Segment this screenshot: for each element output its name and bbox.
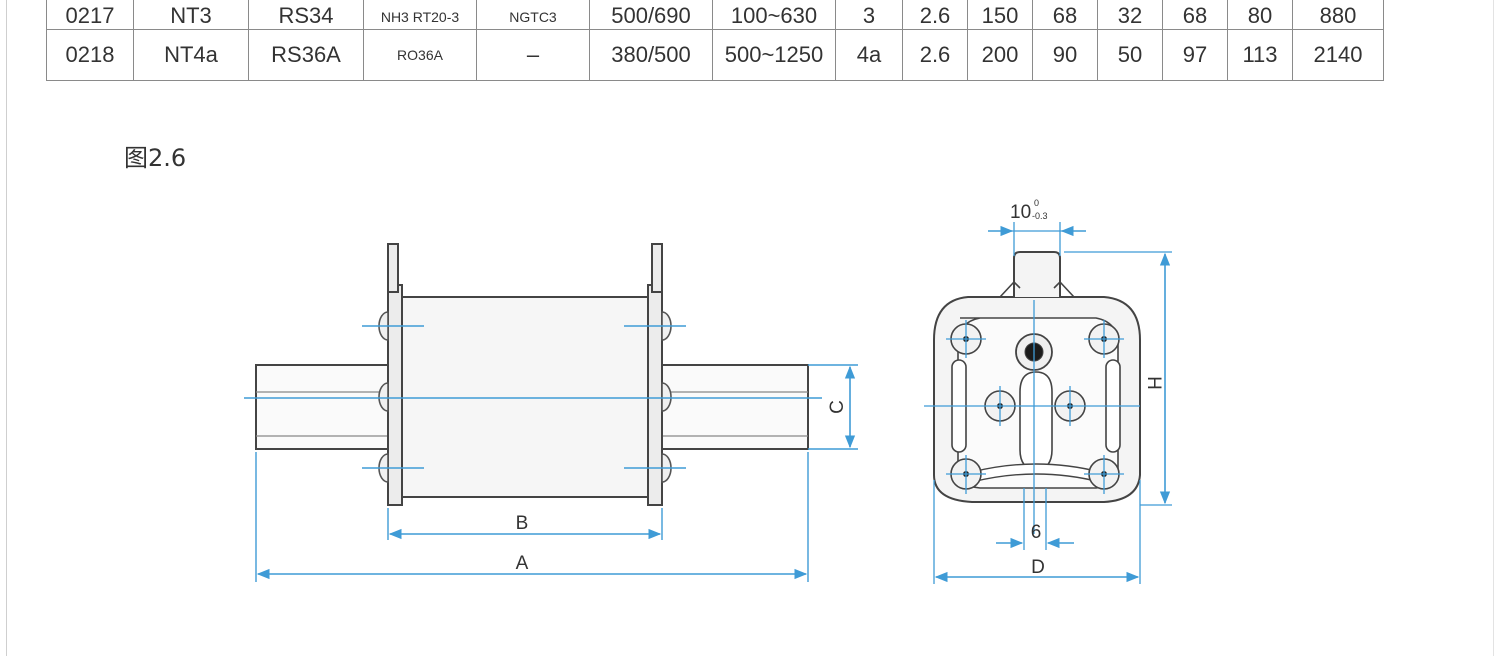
table-cell: 0217 — [46, 0, 134, 30]
central-keyhole — [1019, 371, 1053, 473]
front-view-construction-lines — [924, 222, 1172, 584]
table-cell: 0218 — [46, 29, 134, 81]
fuse-body — [401, 296, 649, 498]
dimension-10-upper-tolerance: 0 — [1034, 198, 1039, 208]
page-right-edge — [1493, 0, 1494, 656]
dimension-6-label: 6 — [1031, 522, 1042, 543]
left-end-plate — [387, 284, 403, 506]
dimension-h-label: H — [1143, 376, 1164, 390]
right-end-plate — [647, 284, 663, 506]
dimension-10-label: 10 — [1010, 202, 1031, 223]
right-tab — [651, 243, 663, 293]
table-cell: 68 — [1032, 0, 1098, 30]
dimension-d-label: D — [1031, 557, 1045, 578]
spec-table: 0217 NT3 RS34 NH3 RT20-3 NGTC3 500/690 1… — [46, 0, 1384, 81]
table-cell: RO36A — [363, 29, 477, 81]
dimension-a-label: A — [516, 553, 529, 574]
table-row: 0218 NT4a RS36A RO36A – 380/500 500~1250… — [46, 29, 1384, 81]
table-cell: 200 — [967, 29, 1033, 81]
dimension-10-lower-tolerance: -0.3 — [1032, 211, 1048, 221]
table-cell: NH3 RT20-3 — [363, 0, 477, 30]
front-view — [933, 251, 1141, 503]
table-cell: 32 — [1097, 0, 1163, 30]
table-cell: 2.6 — [902, 0, 968, 30]
table-cell: 880 — [1292, 0, 1384, 30]
side-view — [255, 243, 809, 506]
table-cell: NT3 — [133, 0, 249, 30]
table-cell: 4a — [835, 29, 903, 81]
table-cell: 90 — [1032, 29, 1098, 81]
page-left-edge — [6, 0, 7, 656]
table-cell: RS36A — [248, 29, 364, 81]
table-cell: 100~630 — [712, 0, 836, 30]
table-cell: 113 — [1227, 29, 1293, 81]
figure-caption: 图2.6 — [124, 144, 187, 172]
front-top-tab — [1013, 251, 1061, 297]
table-cell: NGTC3 — [476, 0, 590, 30]
dimension-b-label: B — [516, 513, 529, 534]
side-view-construction-lines — [244, 325, 858, 582]
table-cell: – — [476, 29, 590, 81]
table-cell: 2140 — [1292, 29, 1384, 81]
table-cell: 380/500 — [589, 29, 713, 81]
table-cell: 50 — [1097, 29, 1163, 81]
rivets — [378, 311, 672, 483]
left-tab — [387, 243, 399, 293]
table-row: 0217 NT3 RS34 NH3 RT20-3 NGTC3 500/690 1… — [46, 0, 1384, 30]
table-cell: 68 — [1162, 0, 1228, 30]
table-cell: 2.6 — [902, 29, 968, 81]
table-cell: RS34 — [248, 0, 364, 30]
dimension-c-label: C — [827, 400, 848, 414]
